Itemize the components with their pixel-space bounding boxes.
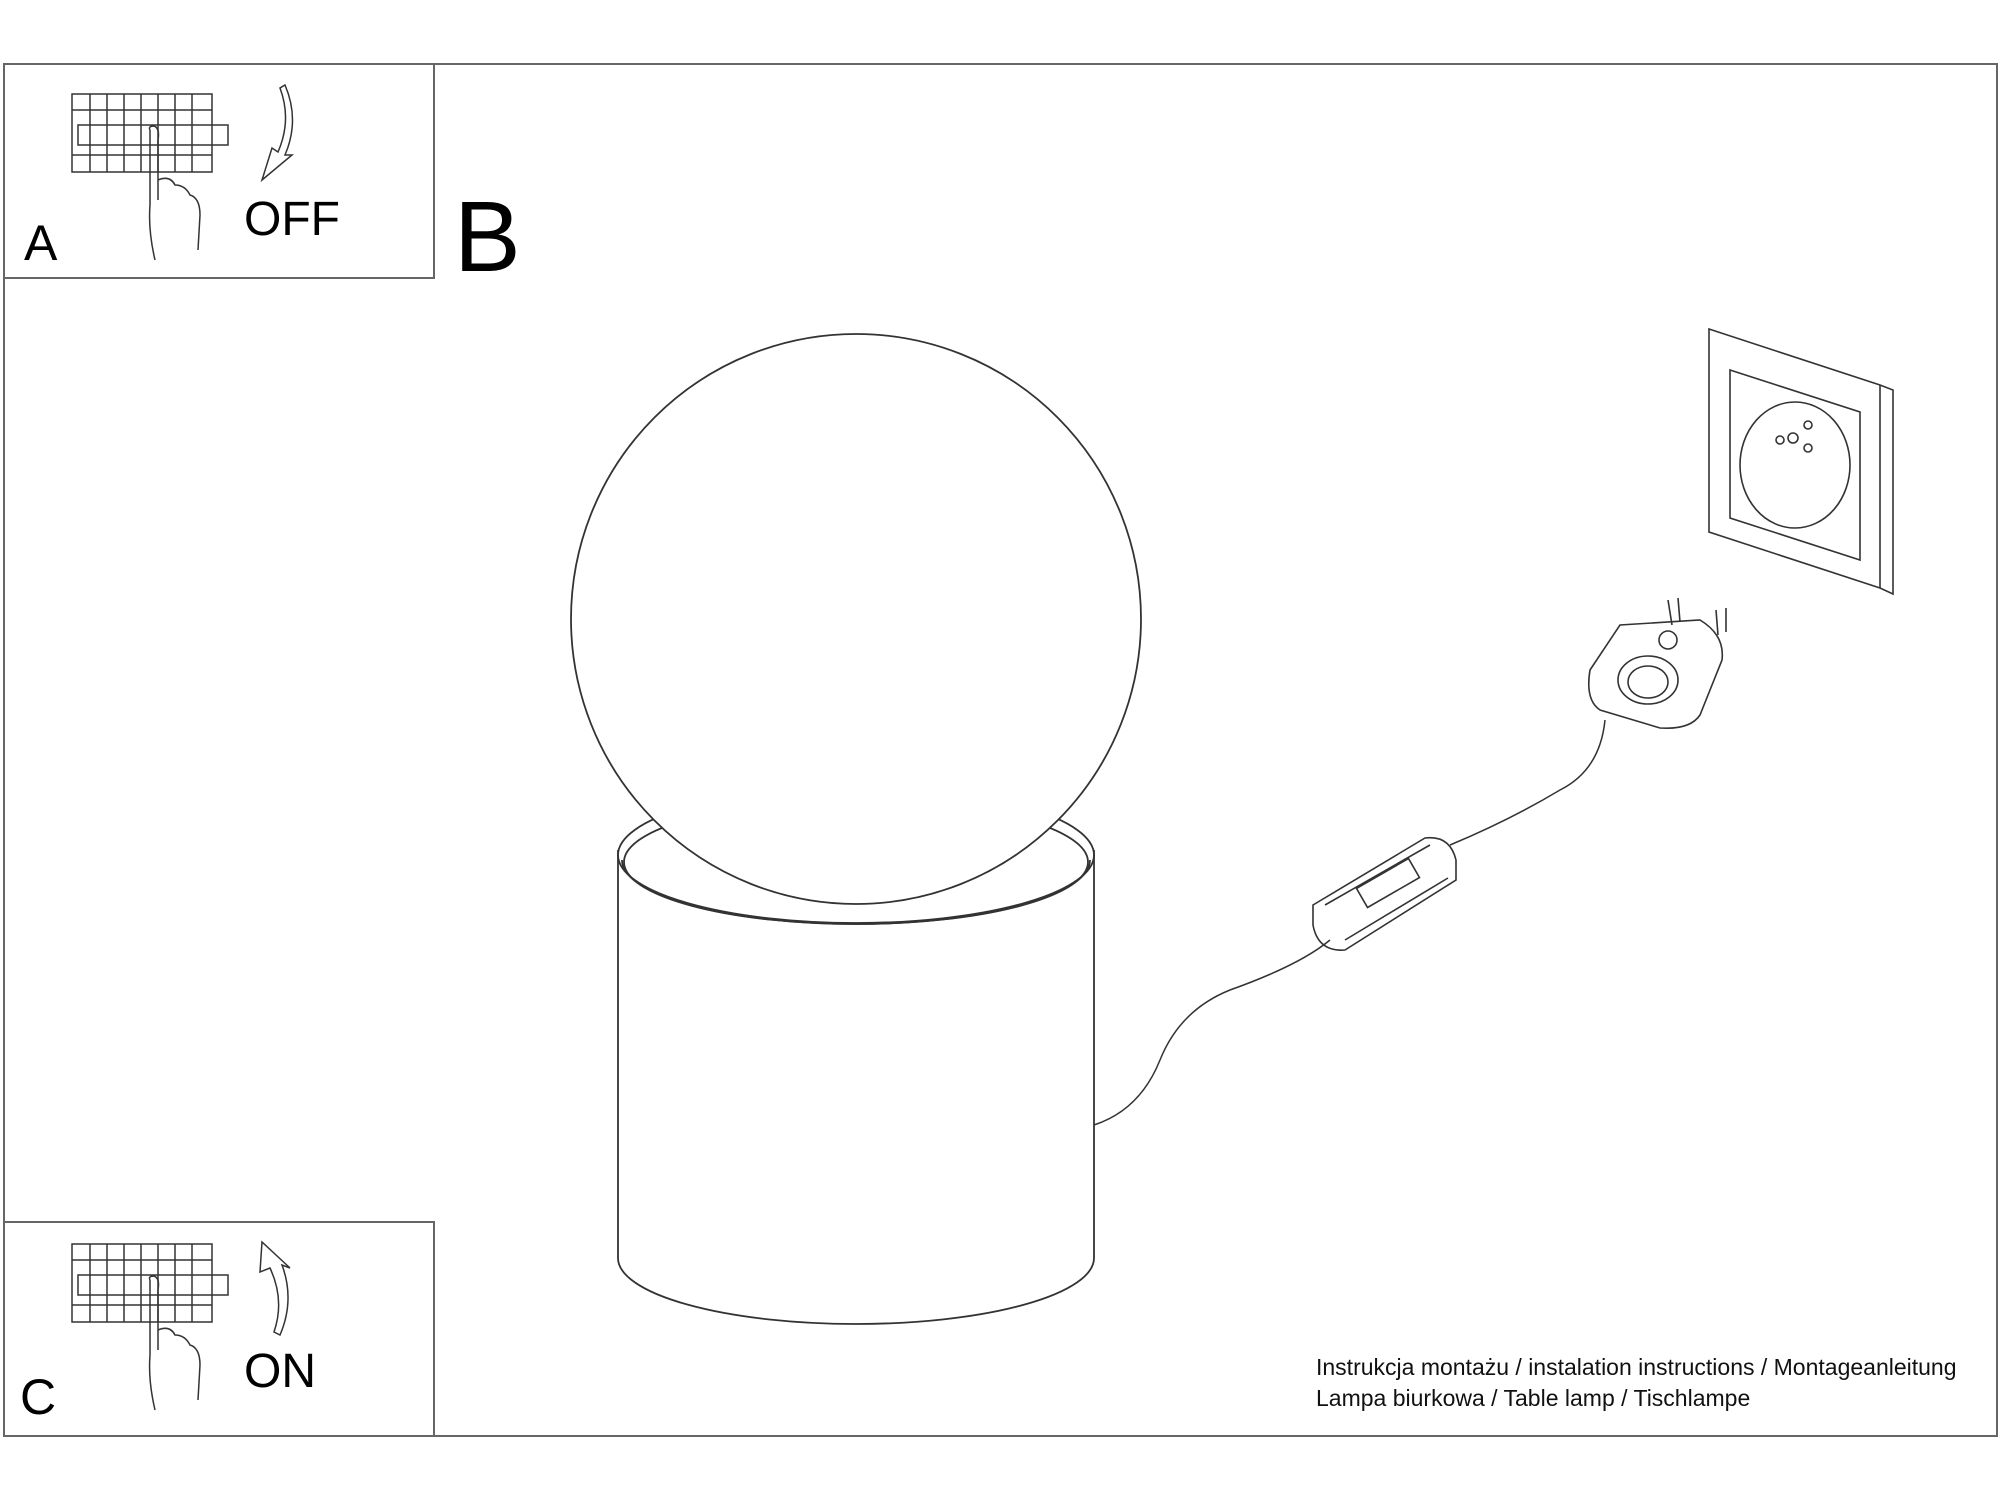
- wall-socket: [1708, 327, 1894, 596]
- panel-a-letter: A: [24, 215, 58, 271]
- table-lamp: [570, 333, 1142, 1325]
- caption: Instrukcja montażu / instalation instruc…: [1316, 1352, 1957, 1414]
- panel-c-state: ON: [244, 1345, 316, 1398]
- caption-line-2: Lampa biurkowa / Table lamp / Tischlampe: [1316, 1385, 1751, 1411]
- panel-a-state: OFF: [244, 193, 340, 246]
- lamp-globe: [570, 333, 1142, 905]
- breaker-hand-icon-c: [71, 1240, 291, 1411]
- power-cord: [1093, 939, 1331, 1126]
- plug: [1587, 597, 1727, 730]
- panel-b-letter: B: [454, 181, 521, 293]
- inline-switch: [1312, 836, 1457, 951]
- breaker-hand-icon-a: [71, 83, 295, 261]
- power-cord-upper: [1449, 719, 1606, 846]
- panel-a-frame: [4, 64, 435, 279]
- lamp-base: [617, 850, 1095, 1325]
- panel-c-frame: [4, 1221, 435, 1436]
- page-frame: [3, 63, 1998, 1437]
- caption-line-1: Instrukcja montażu / instalation instruc…: [1316, 1354, 1957, 1380]
- panel-c-letter: C: [20, 1369, 57, 1425]
